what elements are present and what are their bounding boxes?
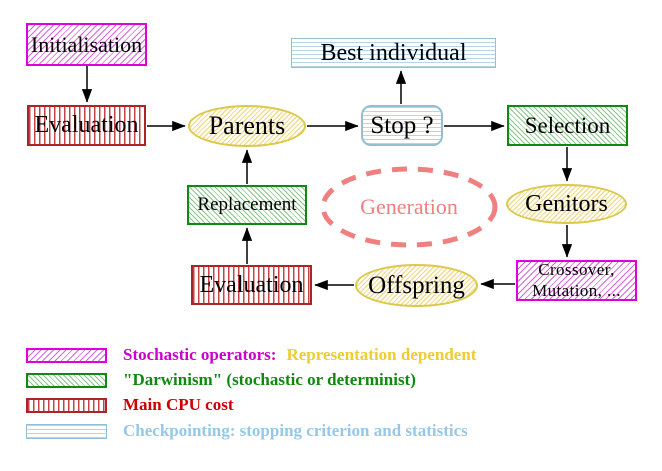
node-generation-label: Generation [360, 194, 458, 219]
node-evaluation-bottom-label: Evaluation [199, 271, 304, 298]
node-parents: Parents [188, 105, 306, 147]
legend-row-stochastic-operators: Stochastic operators: Representation depe… [26, 345, 477, 364]
node-stop: Stop ? [361, 105, 443, 146]
legend-swatch-magenta-hatch [26, 347, 107, 363]
legend-swatch-cyan-stripes [26, 423, 107, 439]
node-crossover-mutation: Crossover, Mutation, ... [516, 260, 637, 301]
legend-label-stochastic-operators: Stochastic operators: [123, 345, 277, 364]
node-selection-label: Selection [524, 112, 611, 138]
node-parents-label: Parents [208, 111, 286, 140]
generation-dashed-ellipse [320, 166, 498, 248]
node-evaluation-top-label: Evaluation [34, 112, 139, 138]
node-evaluation-top: Evaluation [27, 105, 146, 146]
node-initialisation: Initialisation [26, 23, 147, 66]
legend-label-cpu-cost: Main CPU cost [123, 395, 234, 414]
node-generation: Generation [319, 165, 499, 249]
legend-row-cpu-cost: Main CPU cost [26, 395, 234, 414]
node-offspring: Offspring [355, 264, 478, 307]
node-best-individual-label: Best individual [320, 39, 467, 66]
node-crossover-label-line2: Mutation, ... [532, 280, 621, 300]
node-evaluation-bottom: Evaluation [191, 265, 312, 305]
node-crossover-label-line1: Crossover, [538, 260, 615, 280]
legend-row-checkpointing: Checkpointing: stopping criterion and st… [26, 421, 468, 440]
node-offspring-label: Offspring [368, 271, 465, 299]
legend-row-darwinism: "Darwinism" (stochastic or determinist) [26, 370, 416, 389]
legend-swatch-red-stripes [26, 397, 107, 413]
node-initialisation-label: Initialisation [30, 31, 143, 57]
node-genitors-label: Genitors [525, 190, 608, 217]
node-stop-label: Stop ? [370, 111, 434, 139]
legend-label-darwinism: "Darwinism" (stochastic or determinist) [123, 370, 416, 389]
node-selection: Selection [507, 105, 628, 146]
node-genitors: Genitors [506, 184, 627, 224]
node-replacement-label: Replacement [197, 194, 297, 215]
legend-swatch-green-hatch [26, 372, 107, 388]
node-best-individual: Best individual [291, 38, 496, 68]
legend-label-checkpointing: Checkpointing: stopping criterion and st… [123, 421, 468, 440]
node-replacement: Replacement [187, 185, 307, 225]
legend-label-representation-dependent: Representation dependent [286, 345, 477, 364]
